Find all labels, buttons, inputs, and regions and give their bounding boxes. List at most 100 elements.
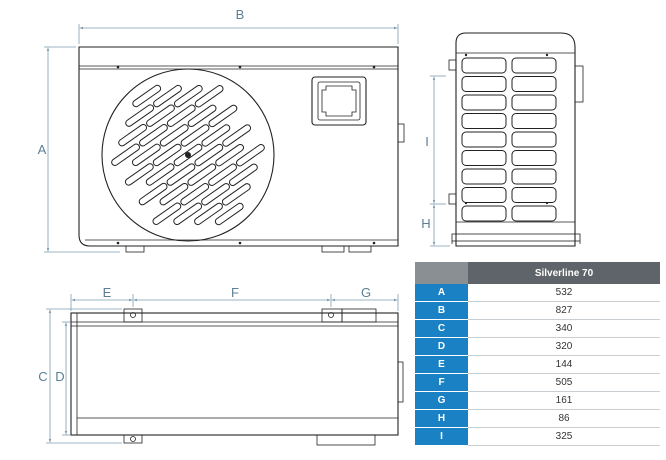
fan-slot (147, 105, 174, 126)
fan-slot (174, 85, 202, 107)
side-vent-slot (511, 187, 557, 203)
dim-label-b: B (236, 7, 245, 22)
dim-label-g: G (361, 285, 371, 300)
side-vent-slot (461, 94, 507, 111)
top-view (70, 308, 404, 446)
fan-slot (167, 164, 195, 185)
front-dimensions: B A (38, 7, 399, 253)
fan-slot (140, 125, 167, 146)
fan-slot (133, 85, 161, 107)
row-value: 340 (468, 319, 660, 338)
top-dimensions: E F G C D (38, 285, 399, 444)
fan-slot (229, 164, 257, 186)
row-label: F (415, 373, 468, 392)
dim-label-h: H (421, 216, 430, 231)
table-header-row: Silverline 70 (415, 262, 660, 284)
side-vent-grille (461, 57, 557, 222)
row-label: A (415, 284, 468, 302)
side-vent-slot (461, 113, 507, 129)
fan-slot (119, 124, 147, 146)
fan-slot (188, 164, 216, 185)
row-value: 827 (468, 301, 660, 320)
fan-slot (215, 203, 243, 225)
row-label: C (415, 319, 468, 338)
fan-slot (153, 203, 181, 224)
side-vent-slot (461, 205, 507, 222)
side-vent-slot (511, 168, 557, 185)
dim-label-a: A (38, 142, 47, 157)
row-label: H (415, 409, 468, 428)
fan-slot (195, 203, 222, 225)
fan-slot (223, 125, 251, 146)
fan-slot (126, 105, 154, 126)
fan-slot (222, 184, 250, 205)
fan-slot (202, 184, 229, 205)
fan-slot (174, 203, 202, 225)
fan-slot (181, 184, 209, 205)
dim-label-f: F (231, 285, 239, 300)
fan-slot (195, 144, 223, 166)
fan-slot (154, 85, 181, 107)
fan-slot (188, 105, 216, 127)
row-label: I (415, 427, 468, 446)
fan-slot (160, 125, 188, 146)
row-label: E (415, 355, 468, 374)
fan-slot (237, 145, 264, 166)
side-view (448, 32, 584, 247)
fan-hub (185, 152, 191, 158)
fan-slot (160, 183, 188, 205)
table-header-blank (415, 262, 468, 284)
side-vent-slot (461, 76, 507, 92)
side-vent-slot (461, 131, 507, 148)
row-label: G (415, 391, 468, 410)
fan-grille (111, 84, 265, 226)
fan-slot (153, 144, 181, 166)
dim-label-i: I (425, 134, 429, 149)
row-label: B (415, 301, 468, 320)
row-label: D (415, 337, 468, 356)
fan-slot (216, 144, 244, 166)
row-value: 505 (468, 373, 660, 392)
row-value: 325 (468, 427, 660, 446)
fan-slot (146, 164, 174, 185)
fan-slot (139, 183, 167, 205)
side-vent-slot (461, 168, 507, 185)
fan-slot (195, 86, 223, 107)
table-header-model: Silverline 70 (468, 262, 660, 284)
fan-slot (181, 125, 209, 146)
dim-label-e: E (103, 285, 112, 300)
row-value: 161 (468, 391, 660, 410)
side-vent-slot (511, 76, 557, 92)
fan-slot (125, 164, 153, 185)
side-vent-slot (511, 131, 557, 148)
side-vent-slot (511, 57, 557, 74)
dim-label-c: C (38, 369, 47, 384)
side-vent-slot (461, 150, 507, 166)
side-dimensions: I H (421, 75, 450, 247)
row-value: 86 (468, 409, 660, 428)
fan-slot (132, 144, 160, 166)
side-vent-slot (461, 187, 507, 203)
front-view (78, 46, 405, 253)
fan-slot (167, 105, 195, 126)
side-vent-slot (511, 113, 557, 129)
row-value: 320 (468, 337, 660, 356)
side-vent-slot (511, 94, 557, 111)
fan-slot (209, 105, 237, 127)
fan-slot (202, 125, 230, 146)
side-vent-slot (511, 205, 557, 222)
row-value: 532 (468, 284, 660, 302)
fan-slot (209, 164, 236, 185)
fan-slot (112, 144, 139, 165)
